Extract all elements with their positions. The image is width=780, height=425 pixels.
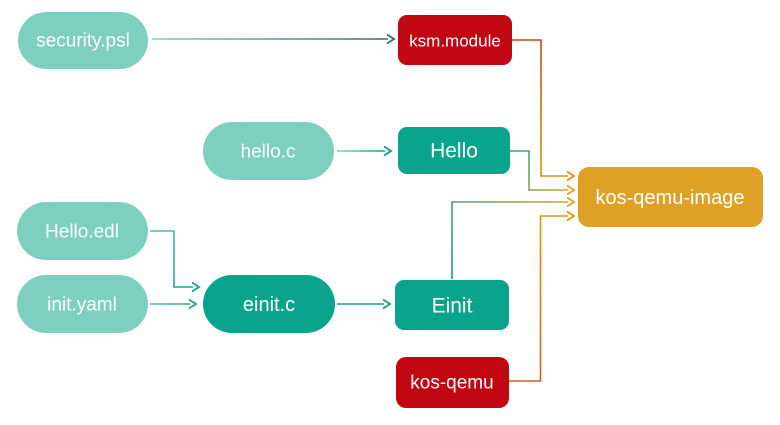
node-hello-edl-label: Hello.edl (45, 222, 119, 243)
arrowhead-ksm-module (386, 33, 396, 45)
node-ksm-module-label: ksm.module (409, 32, 501, 51)
node-security-psl-shape (18, 12, 148, 69)
arrowhead-image-4 (566, 210, 576, 222)
node-init-yaml-label: init.yaml (47, 295, 117, 316)
node-init-yaml-shape (17, 275, 148, 333)
node-ksm-module-shape (398, 15, 512, 65)
arrowhead-image-3 (566, 196, 576, 208)
node-einit-c: einit.c (203, 275, 335, 333)
node-security-psl: security.psl (18, 12, 148, 69)
node-einit: Einit (395, 280, 509, 330)
node-hello-edl-shape (17, 202, 148, 260)
node-ksm-module: ksm.module (398, 15, 512, 65)
edge-kos-qemu-to-kos-qemu-image (509, 215, 568, 382)
node-einit-label: Einit (432, 295, 473, 318)
node-kos-qemu-label: kos-qemu (410, 373, 493, 394)
node-einit-c-shape (203, 275, 335, 333)
node-hello-c-shape (203, 122, 334, 180)
node-hello-shape (398, 127, 510, 174)
arrowhead-einit-c-upper (191, 281, 201, 293)
edge-einit-to-kos-qemu-image (451, 201, 568, 279)
arrowhead-einit (382, 298, 392, 310)
edge-hello-to-kos-qemu-image (510, 150, 568, 191)
node-hello-c: hello.c (203, 122, 334, 180)
arrowhead-image-1 (566, 170, 576, 182)
arrowhead-hello (383, 145, 393, 157)
nodes-layer: security.psl ksm.module hello.c Hello He… (17, 12, 763, 408)
arrowhead-einit-c-lower (188, 298, 198, 310)
edge-hello-edl-to-einit-c (150, 230, 193, 288)
node-kos-qemu-image-shape (578, 167, 763, 227)
node-kos-qemu: kos-qemu (396, 357, 509, 408)
node-hello-c-label: hello.c (241, 142, 296, 163)
node-hello: Hello (398, 127, 510, 174)
node-security-psl-label: security.psl (36, 31, 130, 52)
node-einit-c-label: einit.c (243, 294, 295, 316)
node-kos-qemu-image-label: kos-qemu-image (596, 187, 745, 209)
arrowhead-image-2 (566, 184, 576, 196)
node-einit-shape (395, 280, 509, 330)
node-kos-qemu-shape (396, 357, 509, 408)
edges-layer (150, 33, 576, 382)
node-hello-edl: Hello.edl (17, 202, 148, 260)
node-kos-qemu-image: kos-qemu-image (578, 167, 763, 227)
edge-ksm-module-to-kos-qemu-image (512, 39, 568, 177)
node-init-yaml: init.yaml (17, 275, 148, 333)
node-hello-label: Hello (430, 140, 478, 163)
